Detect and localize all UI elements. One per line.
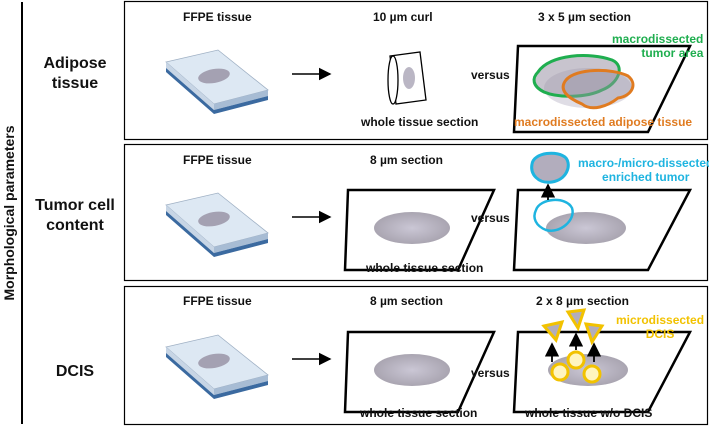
- ffpe-label: FFPE tissue: [183, 153, 252, 167]
- row-title-line: Adipose: [43, 55, 107, 72]
- dcis-pieces: [541, 308, 605, 346]
- row-title-adipose: Adipose tissue: [26, 54, 124, 94]
- green-annotation: macrodissected tumor area: [612, 32, 703, 60]
- row-title-line: Tumor cell: [35, 197, 115, 214]
- versus-label: versus: [471, 68, 510, 82]
- versus-label: versus: [471, 366, 510, 380]
- slide-r3-c2: [343, 330, 496, 414]
- slide-r2-c3: [512, 188, 693, 272]
- row-box-tumor: [123, 143, 709, 282]
- curl-icon: [387, 51, 427, 105]
- ffpe-block-1: [165, 49, 269, 114]
- annotation-line: enriched tumor: [602, 170, 690, 184]
- section-label: 2 x 8 µm section: [536, 294, 629, 308]
- whole-section-label: whole tissue section: [360, 406, 478, 420]
- versus-label: versus: [471, 211, 510, 225]
- section-label: 3 x 5 µm section: [538, 10, 631, 24]
- ffpe-block-3: [165, 334, 269, 399]
- blue-enriched-tumor-piece: [530, 151, 570, 184]
- annotation-line: DCIS: [645, 327, 675, 341]
- curl-label: 10 µm curl: [373, 10, 433, 24]
- dcis-circles: [550, 350, 602, 384]
- annotation-line: microdissected: [616, 313, 705, 327]
- orange-annotation: macrodissected adipose tissue: [514, 115, 693, 129]
- ffpe-label: FFPE tissue: [183, 294, 252, 308]
- whole-tissue-wo-dcis-label: whole tissue w/o DCIS: [525, 406, 653, 420]
- row-box-adipose: [123, 0, 709, 141]
- orange-adipose-region: [561, 68, 635, 110]
- section-label: 8 µm section: [370, 153, 443, 167]
- slide-r3-c3: [512, 330, 693, 414]
- blue-region-on-slide: [533, 198, 574, 232]
- slide-r2-c2: [343, 188, 496, 272]
- row-title-line: tissue: [51, 75, 99, 92]
- ffpe-block-2: [165, 192, 269, 257]
- row-box-dcis: [123, 285, 709, 426]
- section-label: 8 µm section: [370, 294, 443, 308]
- whole-section-label: whole tissue section: [361, 115, 479, 129]
- row-title-line: content: [46, 217, 104, 234]
- whole-section-label: whole tissue section: [366, 261, 484, 275]
- green-tumor-region: [532, 54, 621, 98]
- annotation-line: macrodissected: [612, 32, 704, 46]
- blue-annotation: macro-/micro-dissected enriched tumor: [578, 156, 709, 184]
- annotation-line: tumor area: [641, 46, 704, 60]
- row-title-line: DCIS: [55, 363, 95, 380]
- row-title-dcis: DCIS: [26, 362, 124, 382]
- ffpe-label: FFPE tissue: [183, 10, 252, 24]
- annotation-line: macro-/micro-dissected: [578, 156, 709, 170]
- row-title-tumor: Tumor cell content: [26, 196, 124, 236]
- yellow-annotation: microdissected DCIS: [616, 313, 704, 341]
